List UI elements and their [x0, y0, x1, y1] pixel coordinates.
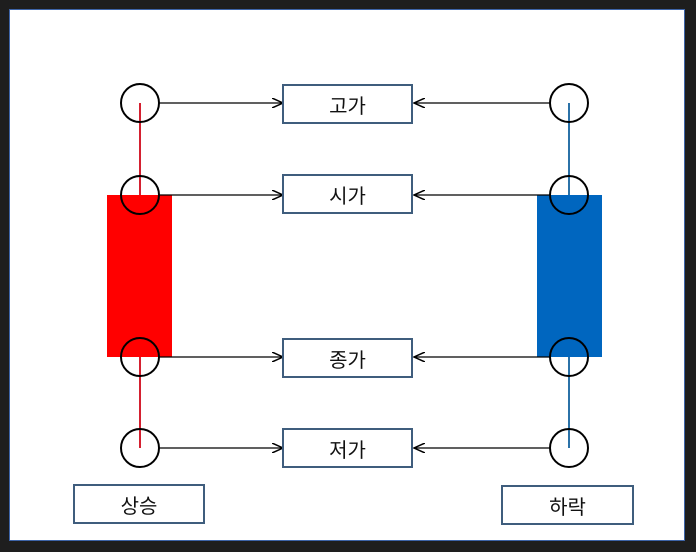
rise-label: 상승 [73, 484, 205, 524]
rise-candle-body [107, 195, 172, 357]
close-price-label: 종가 [282, 338, 413, 378]
high-price-label: 고가 [282, 84, 413, 124]
open-price-label: 시가 [282, 174, 413, 214]
fall-candle-body [537, 195, 602, 357]
fall-label: 하락 [501, 485, 634, 525]
low-price-label: 저가 [282, 428, 413, 468]
